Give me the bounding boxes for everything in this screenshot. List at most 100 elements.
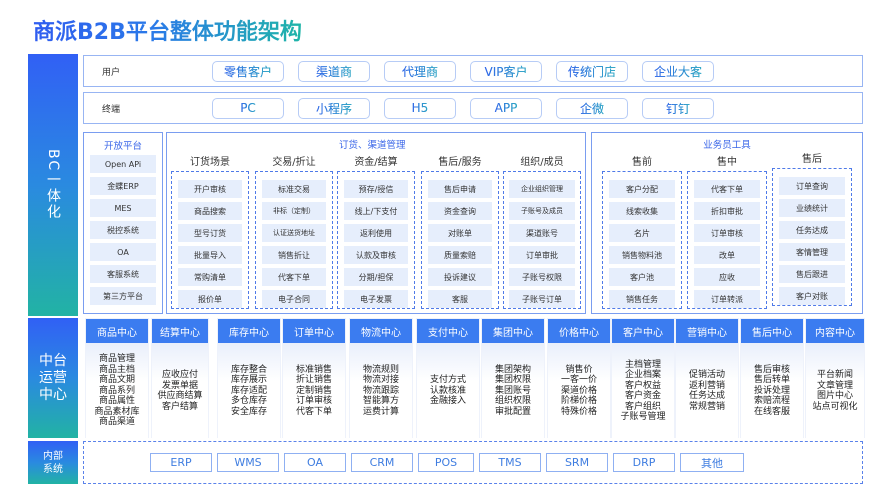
page-title: 商派B2B平台整体功能架构 [33, 14, 302, 46]
center-after-sales: 售后中心 售后审核 售后转单 投诉处理 索赔流程 在线客服 [740, 318, 804, 439]
feature-item: 子账号订单 [509, 290, 575, 308]
feature-item: 销售物料池 [609, 246, 675, 264]
feature-item: 业绩统计 [779, 199, 845, 217]
column-head: 组织/成员 [520, 157, 564, 168]
feature-item: 预存/授信 [344, 180, 408, 198]
feature-item: 客户分配 [609, 180, 675, 198]
center-head: 商品中心 [86, 319, 148, 343]
internal-systems-label: 内部 系统 [28, 441, 78, 484]
feature-item: 投诉建议 [428, 268, 492, 286]
terminal-pill: 小程序 [298, 97, 370, 119]
internal-label-line: 内部 [43, 450, 63, 462]
center-head: 营销中心 [676, 319, 738, 343]
center-head: 支付中心 [417, 319, 479, 343]
feature-item: 线索收集 [609, 202, 675, 220]
feature-item: 折扣审批 [694, 202, 760, 220]
feature-item: 名片 [609, 224, 675, 242]
feature-item: 售后申请 [428, 180, 492, 198]
open-platform-item: 客服系统 [90, 265, 156, 283]
center-body: 物流规则 物流对接 物流跟踪 智能算方 运费计算 [350, 343, 412, 439]
user-type-pill: 渠道商 [298, 60, 370, 82]
internal-system-pill: TMS [479, 453, 541, 472]
center-body: 售后审核 售后转单 投诉处理 索赔流程 在线客服 [741, 343, 803, 439]
center-head: 售后中心 [741, 319, 803, 343]
internal-systems-panel: ERP WMS OA CRM POS TMS SRM DRP 其他 [83, 441, 863, 484]
feature-item: 任务达成 [779, 221, 845, 239]
feature-item: 认证送货地址 [262, 224, 326, 242]
feature-item: 改单 [694, 246, 760, 264]
terminal-pill: APP [470, 97, 542, 119]
open-platform-item: 金蝶ERP [90, 177, 156, 195]
internal-label-line: 系统 [43, 463, 63, 475]
center-body: 促销活动 返利营销 任务达成 常规营销 [676, 343, 738, 439]
internal-system-pill: WMS [217, 453, 279, 472]
middle-label-line: 运营 [39, 369, 67, 386]
user-type-pill: 企业大客 [642, 60, 714, 82]
center-order: 订单中心 标准销售 折让销售 定制销售 订单审核 代客下单 [282, 318, 346, 439]
feature-item: 客户池 [609, 268, 675, 286]
feature-item: 子账号及成员 [509, 202, 575, 220]
feature-item: 渠道账号 [509, 224, 575, 242]
internal-system-pill: POS [418, 453, 474, 472]
feature-item: 电子合同 [262, 290, 326, 308]
internal-system-pill: ERP [150, 453, 212, 472]
sales-tools-panel: 业务员工具 售前 客户分配 线索收集 名片 销售物料池 客户池 销售任务 售中 … [591, 132, 863, 314]
users-label: 用户 [102, 67, 121, 78]
column-head: 售后 [802, 154, 822, 165]
center-content: 内容中心 平台新闻 文章管理 图片中心 站点可视化 [805, 318, 865, 439]
feature-item: 企业组织管理 [509, 180, 575, 198]
center-payment: 支付中心 支付方式 认款核准 金融接入 [416, 318, 480, 439]
feature-item: 非标（定制） [262, 202, 326, 220]
terminal-pill: H5 [384, 97, 456, 119]
open-platform-item: 税控系统 [90, 221, 156, 239]
middle-label-line: 中台 [39, 352, 67, 369]
center-body: 主档管理 企业档案 客户权益 客户资金 客户组织 子账号管理 [612, 343, 674, 439]
open-platform-title: 开放平台 [103, 141, 142, 152]
open-platform-item: MES [90, 199, 156, 217]
center-head: 订单中心 [283, 319, 345, 343]
center-body: 标准销售 折让销售 定制销售 订单审核 代客下单 [283, 343, 345, 439]
center-head: 库存中心 [218, 319, 280, 343]
feature-item: 报价单 [178, 290, 242, 308]
column-head: 交易/折让 [272, 157, 316, 168]
user-type-pill: 代理商 [384, 60, 456, 82]
center-head: 结算中心 [152, 319, 208, 343]
feature-item: 线上/下支付 [344, 202, 408, 220]
center-body: 应收应付 发票单据 供应商结算 客户结算 [152, 343, 208, 439]
center-logistics: 物流中心 物流规则 物流对接 物流跟踪 智能算方 运费计算 [349, 318, 413, 439]
column-head: 资金/结算 [354, 157, 398, 168]
feature-item: 子账号权限 [509, 268, 575, 286]
feature-item: 型号订货 [178, 224, 242, 242]
feature-item: 对账单 [428, 224, 492, 242]
center-product: 商品中心 商品管理 商品主档 商品文期 商品系列 商品属性 商品素材库 商品渠道 [85, 318, 149, 439]
center-inventory: 库存中心 库存整合 库存展示 库存适配 多仓库存 安全库存 [217, 318, 281, 439]
feature-item: 质量索赔 [428, 246, 492, 264]
internal-system-pill: OA [284, 453, 346, 472]
column-head: 售中 [717, 157, 737, 168]
feature-item: 售后跟进 [779, 265, 845, 283]
center-head: 集团中心 [482, 319, 544, 343]
open-platform-item: Open APi [90, 155, 156, 173]
middle-platform-label: 中台 运营 中心 [28, 318, 78, 438]
center-head: 物流中心 [350, 319, 412, 343]
center-customer: 客户中心 主档管理 企业档案 客户权益 客户资金 客户组织 子账号管理 [611, 318, 675, 439]
center-group: 集团中心 集团架构 集团权限 集团账号 组织权限 审批配置 [481, 318, 545, 439]
internal-system-pill: 其他 [680, 453, 744, 472]
feature-item: 订单审批 [509, 246, 575, 264]
user-type-pill: 传统门店 [556, 60, 628, 82]
feature-item: 订单转派 [694, 290, 760, 308]
feature-item: 认款及审核 [344, 246, 408, 264]
center-price: 价格中心 销售价 一客一价 渠道价格 阶梯价格 特殊价格 [547, 318, 611, 439]
user-type-pill: VIP客户 [470, 60, 542, 82]
center-marketing: 营销中心 促销活动 返利营销 任务达成 常规营销 [675, 318, 739, 439]
feature-item: 销售折让 [262, 246, 326, 264]
terminal-pill: 钉钉 [642, 97, 714, 119]
center-body: 商品管理 商品主档 商品文期 商品系列 商品属性 商品素材库 商品渠道 [86, 343, 148, 439]
feature-item: 返利使用 [344, 224, 408, 242]
center-body: 库存整合 库存展示 库存适配 多仓库存 安全库存 [218, 343, 280, 439]
open-platform-panel: 开放平台 Open APi 金蝶ERP MES 税控系统 OA 客服系统 第三方… [83, 132, 163, 314]
terminal-pill: PC [212, 97, 284, 119]
open-platform-item: OA [90, 243, 156, 261]
center-head: 内容中心 [806, 319, 864, 343]
order-channel-title: 订货、渠道管理 [339, 140, 406, 151]
